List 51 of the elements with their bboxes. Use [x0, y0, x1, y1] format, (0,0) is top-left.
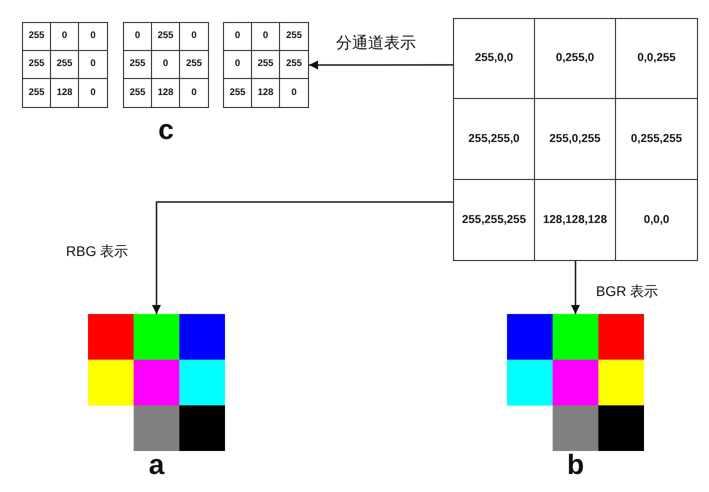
pixel-value: 255	[230, 88, 246, 98]
pixel-value: 255	[286, 31, 302, 42]
pixel-value: 255	[28, 31, 44, 42]
pixel-value: 255	[286, 59, 302, 70]
panel-label: a	[148, 453, 164, 477]
arrow	[571, 261, 580, 314]
value-table	[223, 22, 309, 108]
value-table	[453, 18, 698, 261]
panel-label: c	[158, 118, 174, 142]
pixel-value: 255	[56, 59, 72, 70]
pixel-value: 255	[158, 31, 174, 42]
pixel-value: 255,255,0	[468, 132, 520, 146]
pixel-value: 128	[56, 88, 72, 98]
pixel-value: 0	[90, 31, 96, 42]
pixel-value: 0,255,255	[630, 132, 682, 146]
edge-label: RBG 表示	[66, 243, 128, 260]
pixel-value: 128	[258, 88, 274, 98]
pixel-value: 0	[191, 31, 197, 42]
pixel-value: 0,255,0	[556, 52, 594, 65]
arrow	[309, 60, 453, 70]
pixel-value: 0	[62, 31, 68, 42]
edge-label: 分通道表示	[336, 34, 416, 54]
pixel-value: 255	[186, 59, 202, 70]
pixel-value: 0	[191, 88, 197, 98]
pixel-value: 128	[158, 88, 174, 98]
pixel-value: 0	[234, 31, 240, 42]
pixel-value: 0	[162, 59, 168, 70]
pixel-value: 255	[258, 59, 274, 70]
color-grid-drawing	[507, 314, 644, 451]
pixel-value: 0,0,0	[644, 214, 670, 226]
pixel-value: 0	[90, 59, 96, 70]
pixel-value: 0,0,255	[637, 52, 676, 65]
pixel-value: 255	[130, 88, 146, 98]
arrow	[152, 201, 453, 314]
value-table	[123, 22, 209, 108]
pixel-value: 0	[90, 88, 96, 98]
value-table	[22, 22, 108, 108]
pixel-value: 255,0,255	[549, 132, 601, 146]
pixel-value: 0	[262, 31, 268, 42]
pixel-value: 255	[130, 59, 146, 70]
pixel-value: 255,255,255	[462, 214, 526, 226]
pixel-value: 255	[28, 59, 44, 70]
pixel-value: 255	[28, 88, 44, 98]
edge-label: BGR 表示	[596, 283, 658, 300]
color-grid-drawing	[88, 314, 225, 451]
pixel-value: 255,0,0	[474, 52, 514, 65]
panel-label: b	[566, 453, 584, 477]
pixel-value: 0	[134, 31, 140, 42]
pixel-value: 128,128,128	[543, 214, 607, 226]
pixel-value: 0	[291, 88, 297, 98]
pixel-value: 0	[234, 59, 240, 70]
